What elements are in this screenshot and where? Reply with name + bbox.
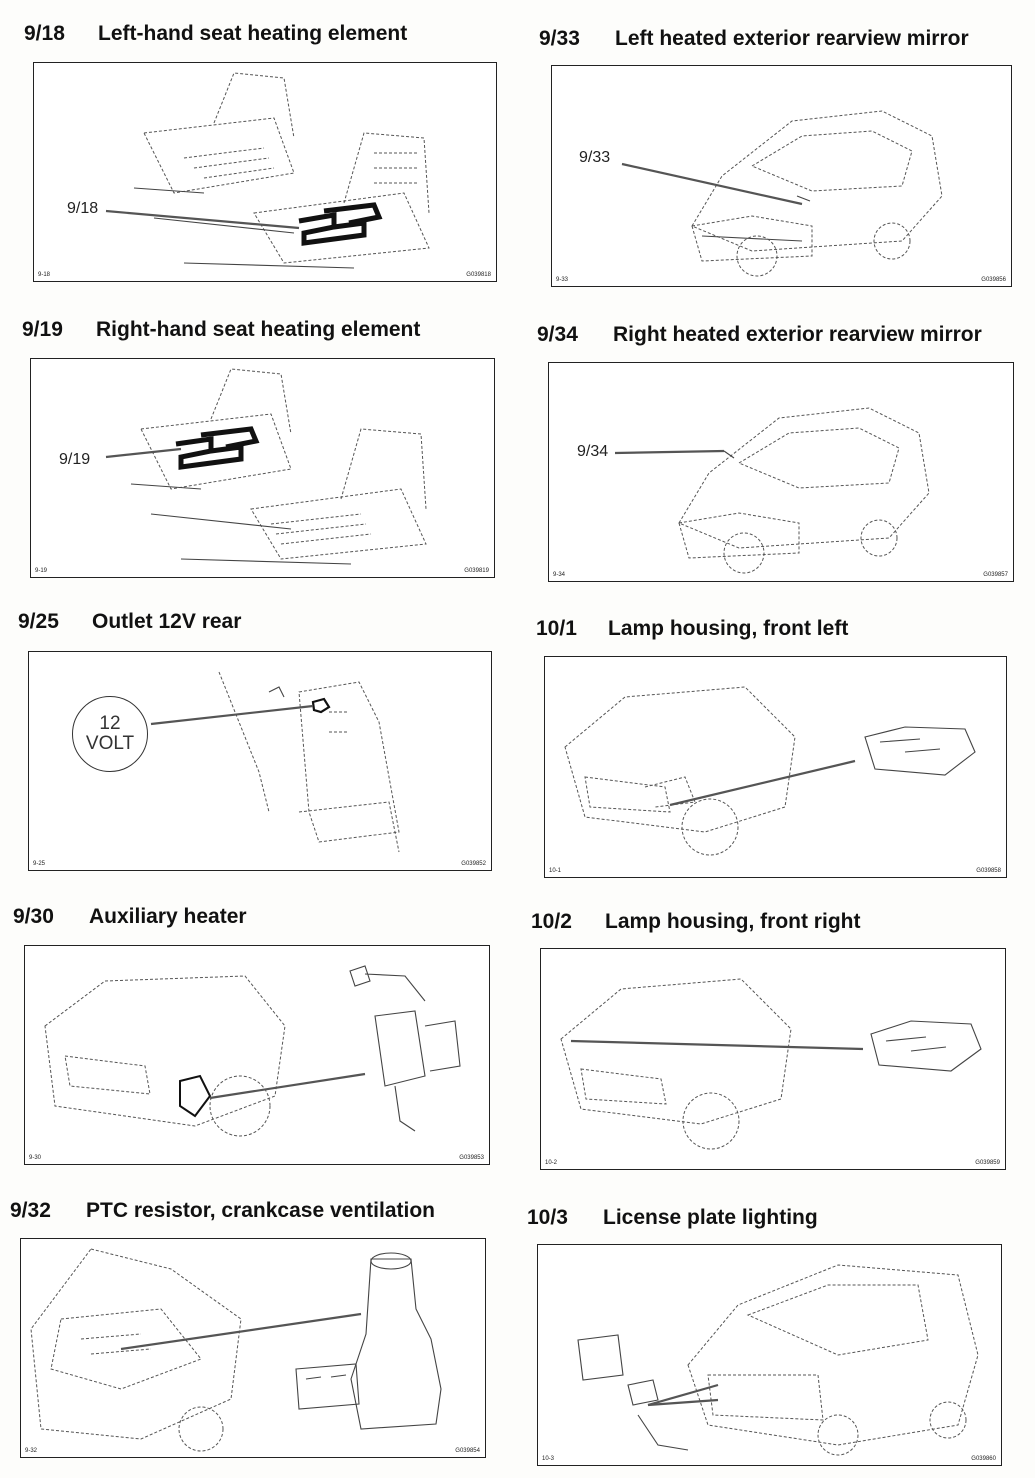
figure-number: 9-18 [38,272,51,278]
seat-drawing [105,368,427,565]
figure-code: G039853 [459,1155,484,1161]
figure-code: G039860 [971,1456,996,1462]
figure-number: 10-2 [545,1160,558,1166]
panel-code: 9/32 [10,1199,51,1222]
callout-label: 9/19 [59,451,91,468]
panel-code: 10/1 [536,617,577,640]
panel-title: Left heated exterior rearview mirror [615,27,969,50]
car-drawing [614,407,930,574]
car-rear-drawing [577,1264,979,1456]
panel-code: 10/3 [527,1206,568,1229]
panel-title: Auxiliary heater [89,905,247,928]
illustration-mirror-right: 9/34 9-34 G039857 [548,362,1014,582]
seat-back-drawing [150,671,400,853]
panel-title: Outlet 12V rear [92,610,242,633]
panel-code: 9/34 [537,323,578,346]
12-volt-badge: 12 VOLT [72,696,148,772]
illustration-ptc-resistor: 9-32 G039854 [20,1238,486,1458]
panel-title: Right heated exterior rearview mirror [613,323,982,346]
illustration-outlet-12v: 12 VOLT 9-25 G039852 [28,651,492,871]
figure-code: G039852 [461,861,486,867]
volt-label: VOLT [85,733,135,754]
figure-number: 9-19 [35,568,48,574]
panel-heading: 9/19 Right-hand seat heating element [22,318,420,342]
panel-code: 9/33 [539,27,580,50]
car-front-drawing [564,686,976,856]
callout-label: 9/18 [67,200,99,217]
figure-number: 9-25 [33,861,46,867]
panel-heading: 10/3 License plate lighting [527,1206,818,1230]
illustration-mirror-left: 9/33 9-33 G039856 [551,65,1012,287]
figure-code: G039856 [981,277,1006,283]
figure-code: G039859 [975,1160,1000,1166]
car-front-drawing [560,978,982,1150]
figure-code: G039858 [976,868,1001,874]
figure-code: G039857 [983,572,1008,578]
panel-title: License plate lighting [603,1206,818,1229]
panel-code: 10/2 [531,910,572,933]
panel-title: PTC resistor, crankcase ventilation [86,1199,435,1222]
illustration-auxiliary-heater: 9-30 G039853 [24,945,490,1165]
seat-drawing [105,72,430,269]
panel-heading: 9/30 Auxiliary heater [13,905,247,929]
illustration-lamp-right: 10-2 G039859 [540,948,1006,1170]
figure-number: 10-3 [542,1456,555,1462]
engine-bay-drawing [30,1248,442,1452]
panel-heading: 9/25 Outlet 12V rear [18,610,241,634]
figure-code: G039819 [464,568,489,574]
callout-label: 9/33 [579,149,611,166]
illustration-seat-left: 9/18 9-18 G039818 [33,62,497,282]
figure-number: 9-33 [556,277,569,283]
panel-heading: 9/32 PTC resistor, crankcase ventilation [10,1199,435,1223]
figure-number: 9-34 [553,572,566,578]
heater-drawing [44,965,461,1137]
illustration-license-plate-lighting: 10-3 G039860 [537,1244,1002,1466]
figure-code: G039818 [466,272,491,278]
illustration-lamp-left: 10-1 G039858 [544,656,1007,878]
panel-title: Left-hand seat heating element [98,22,408,45]
panel-code: 9/19 [22,318,63,341]
panel-title: Lamp housing, front right [605,910,861,933]
panel-title: Lamp housing, front left [608,617,849,640]
volt-number: 12 [99,713,121,734]
panel-heading: 10/2 Lamp housing, front right [531,910,860,934]
figure-number: 9-32 [25,1448,38,1454]
panel-heading: 10/1 Lamp housing, front left [536,617,848,641]
panel-heading: 9/33 Left heated exterior rearview mirror [539,27,969,51]
panel-code: 9/30 [13,905,54,928]
figure-number: 10-1 [549,868,562,874]
illustration-seat-right: 9/19 9-19 G039819 [30,358,495,578]
panel-heading: 9/34 Right heated exterior rearview mirro… [537,323,982,347]
panel-heading: 9/18 Left-hand seat heating element [24,22,407,46]
panel-code: 9/18 [24,22,65,45]
figure-code: G039854 [455,1448,480,1454]
figure-number: 9-30 [29,1155,42,1161]
car-drawing [621,110,943,277]
callout-label: 9/34 [577,443,609,460]
panel-code: 9/25 [18,610,59,633]
panel-title: Right-hand seat heating element [96,318,421,341]
